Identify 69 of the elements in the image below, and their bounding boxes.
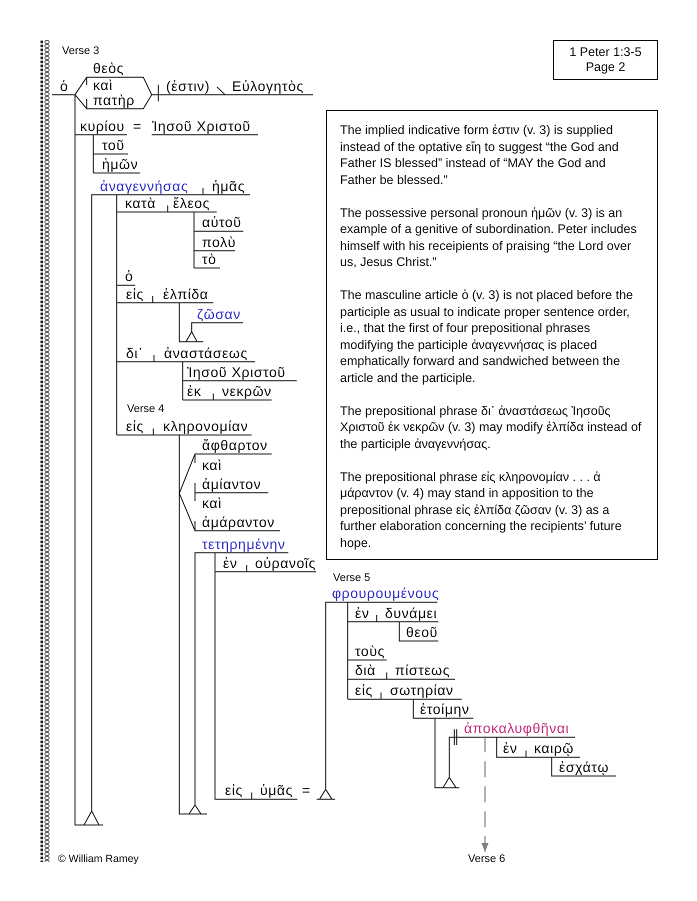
greek-word: τοὺς: [355, 644, 385, 659]
greek-word: νεκρῶν: [222, 384, 272, 399]
greek-word: τὸ: [202, 252, 217, 267]
greek-word: καὶ: [202, 458, 222, 473]
greek-word: εἰς: [126, 419, 144, 434]
greek-word: θεοῦ: [406, 625, 438, 640]
verse-label: Verse 5: [333, 572, 370, 585]
greek-word: ἐσχάτῳ: [559, 760, 610, 775]
greek-word: καὶ: [202, 496, 222, 511]
greek-word: εἰς: [126, 286, 144, 302]
greek-word: τοῦ: [102, 138, 125, 153]
greek-word: Ἰησοῦ Χριστοῦ: [187, 364, 286, 380]
greek-word: σωτηρίαν: [390, 683, 454, 698]
greek-word: κληρονομίαν: [163, 419, 248, 434]
greek-word: εἰς: [355, 683, 373, 698]
greek-word: ὁ: [125, 269, 134, 284]
greek-word: ἄφθαρτον: [202, 438, 268, 453]
greek-word: Ἰησοῦ Χριστοῦ: [152, 118, 251, 134]
greek-word: ἀποκαλυφθῆναι: [464, 721, 570, 736]
greek-word: καιρῷ: [534, 741, 574, 756]
verse-label: Verse 3: [62, 45, 100, 58]
greek-word: καὶ: [93, 78, 113, 92]
reference-box: [553, 40, 658, 80]
note-paragraph: The implied indicative form ἐστιν (v. 3) is supplied instead of the optative εἴη to suggest “the God and Father IS blessed” instead of “MAY the God and Father be blessed.”: [340, 122, 620, 188]
dashed-arrow: [482, 736, 488, 852]
greek-word: ὁ: [60, 78, 68, 94]
page-number: Page 2: [586, 60, 626, 75]
greek-word: πολὺ: [202, 234, 236, 250]
greek-word: ἐκ: [187, 384, 202, 399]
greek-word: ἔλεος: [173, 196, 210, 211]
greek-word: ὑμᾶς: [260, 783, 293, 798]
greek-word: διὰ: [355, 663, 376, 678]
greek-word: εἰς: [225, 783, 243, 798]
passage-reference: 1 Peter 1:3-5: [569, 45, 642, 60]
greek-word: ἐν: [223, 556, 238, 571]
greek-word: ἡμᾶς: [212, 178, 246, 194]
greek-word: ἀμάραντον: [202, 514, 275, 530]
greek-word: κατὰ: [125, 196, 156, 211]
greek-word: δυνάμει: [385, 606, 438, 621]
note-box: [326, 110, 658, 560]
note-paragraph: The prepositional phrase δι᾽ ἀναστάσεως Ἰησοῦς Χριστοῦ ἐκ νεκρῶν (v. 3) may modify ἐλπίδα instead of the participle ἀναγεννήσας.: [340, 402, 642, 452]
greek-word: πίστεως: [395, 663, 450, 678]
greek-word: ἡμῶν: [102, 157, 138, 172]
copyright-note: © William Ramey: [58, 853, 139, 866]
greek-word: ἐλπίδα: [163, 286, 208, 302]
verse-label: Verse 4: [127, 403, 164, 416]
equals-sign: =: [302, 783, 311, 798]
greek-word: ἀμίαντον: [202, 476, 262, 492]
greek-word: ζῶσαν: [197, 306, 241, 322]
greek-word: ἐν: [355, 606, 370, 621]
greek-word: ἀναγεννήσας: [100, 178, 188, 194]
note-paragraph: The prepositional phrase εἰς κληρονομίαν . . . ἀ μάραντον (v. 4) may stand in apposition to the prepositional phrase εἰς ἐλπίδα ζῶσαν (v. 3) as a further elaboration concerning the recipients’ future hope.: [340, 468, 623, 551]
greek-word: (ἐστιν): [166, 78, 210, 94]
greek-word: τετηρημένην: [202, 536, 286, 552]
greek-word: ἀναστάσεως: [164, 346, 248, 361]
greek-word: οὐρανοῖς: [255, 556, 316, 571]
greek-word: πατὴρ: [93, 92, 135, 108]
greek-word: φρουρουμένους: [332, 586, 440, 602]
greek-word: δι᾽: [126, 346, 144, 361]
greek-word: κυρίου: [80, 118, 125, 134]
note-paragraph: The possessive personal pronoun ἡμῶν (v. 3) is an example of a genitive of subordination. Peter includes himself with his receipients of praising “the Lord over us, Jesus Christ.”: [340, 204, 638, 270]
greek-word: θεὸς: [93, 61, 124, 76]
note-paragraph: The masculine article ὁ (v. 3) is not placed before the participle as usual to indicate proper sentence order, i.e., that the first of four prepositional phrases modifying the participle ἀναγεννήσας is placed emphatically forward and sandwiched between the article and the participle.: [340, 287, 634, 386]
equals-sign: =: [133, 118, 142, 134]
greek-word: ἑτοίμην: [420, 702, 470, 718]
greek-word: ἐν: [503, 741, 518, 756]
verse-label: Verse 6: [468, 853, 506, 866]
greek-word: αὐτοῦ: [202, 215, 242, 230]
greek-word: Εὐλογητὸς: [232, 78, 304, 94]
